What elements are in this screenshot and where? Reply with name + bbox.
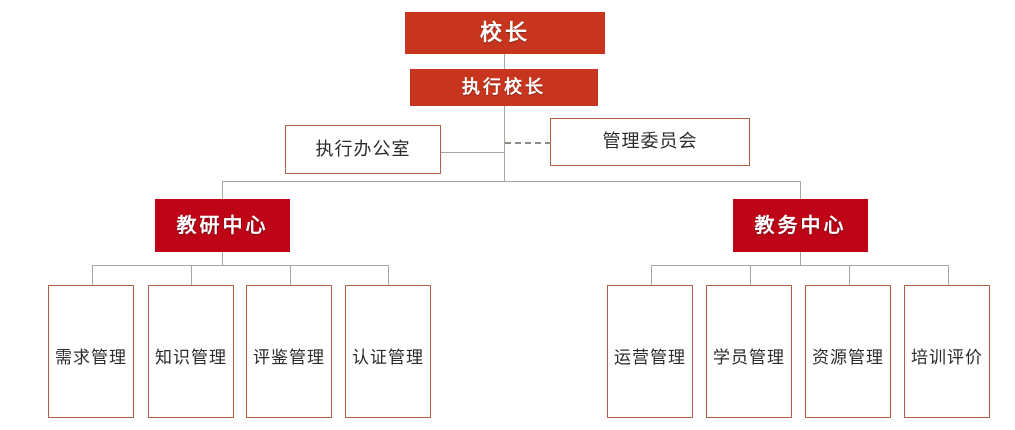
connector-aac-drop-2 <box>750 265 751 285</box>
node-trc-child-2[interactable]: 知识管理 <box>148 285 234 418</box>
connector-trc-drop-1 <box>92 265 93 285</box>
connector-aac-drop-3 <box>849 265 850 285</box>
connector-trc-bus <box>92 265 389 266</box>
node-teaching-research-center[interactable]: 教研中心 <box>155 199 290 252</box>
connector-office-to-trunk <box>440 152 505 153</box>
node-aac-child-1[interactable]: 运营管理 <box>607 285 693 418</box>
connector-exec-trunk <box>504 105 505 182</box>
connector-trc-drop-3 <box>290 265 291 285</box>
connector-trc-stem <box>222 252 223 266</box>
connector-principal-to-exec <box>504 53 505 69</box>
node-executive-office[interactable]: 执行办公室 <box>285 125 441 174</box>
connector-center-bus <box>222 181 801 182</box>
node-management-committee[interactable]: 管理委员会 <box>550 118 750 166</box>
node-principal[interactable]: 校长 <box>405 12 605 54</box>
node-academic-affairs-center[interactable]: 教务中心 <box>733 199 868 252</box>
connector-aac-stem <box>800 252 801 266</box>
node-aac-child-3[interactable]: 资源管理 <box>805 285 891 418</box>
connector-bus-drop-right <box>800 181 801 200</box>
connector-aac-drop-1 <box>651 265 652 285</box>
node-trc-child-4[interactable]: 认证管理 <box>345 285 431 418</box>
connector-trunk-to-committee-dashed <box>505 142 551 144</box>
connector-trc-drop-2 <box>191 265 192 285</box>
node-trc-child-1[interactable]: 需求管理 <box>48 285 134 418</box>
node-aac-child-4[interactable]: 培训评价 <box>904 285 990 418</box>
node-executive-principal[interactable]: 执行校长 <box>410 69 598 106</box>
node-aac-child-2[interactable]: 学员管理 <box>706 285 792 418</box>
connector-bus-drop-left <box>222 181 223 200</box>
connector-aac-drop-4 <box>948 265 949 285</box>
connector-trc-drop-4 <box>388 265 389 285</box>
connector-aac-bus <box>651 265 949 266</box>
node-trc-child-3[interactable]: 评鉴管理 <box>246 285 332 418</box>
